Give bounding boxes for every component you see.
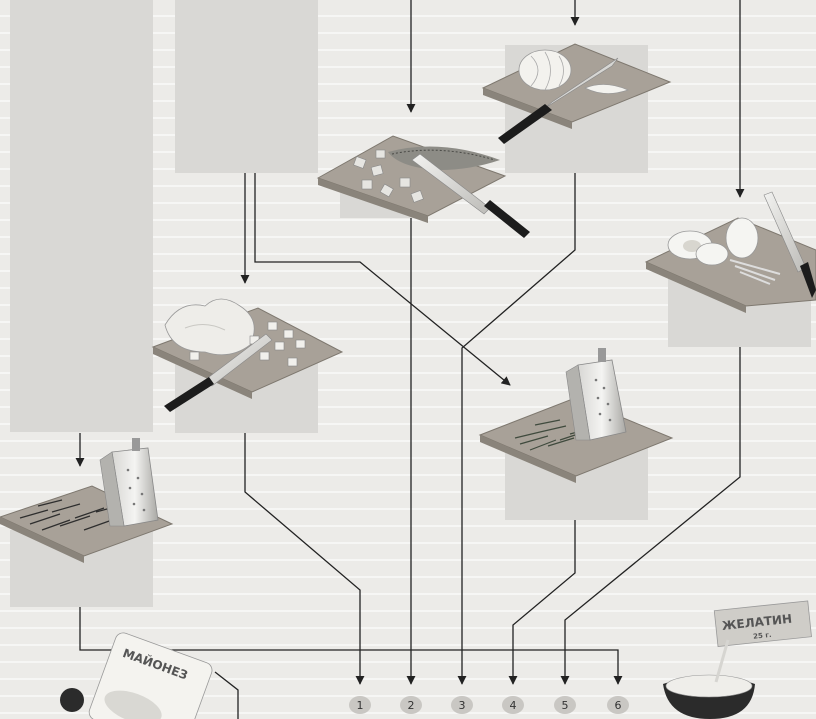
flow-line-to-beet [254,173,511,386]
knife-icon [164,333,273,412]
boiled-eggs-board [644,191,816,313]
diced-potatoes-board [151,298,344,412]
svg-text:3: 3 [459,699,466,712]
step-badge-3: 3 [451,696,473,714]
svg-text:1: 1 [357,699,364,712]
onion-icon [518,49,629,94]
fish-pieces [353,149,424,203]
step-badge-1: 1 [349,696,371,714]
step-badge-2: 2 [400,696,422,714]
svg-text:5: 5 [562,699,569,712]
step-badges: 1 2 3 4 5 6 [349,696,629,714]
bowl-icon [663,639,755,719]
fish-icon [388,146,500,170]
flow-line-to-step-4 [508,520,576,685]
potato-icon [164,298,255,356]
grated-carrots-board [0,438,174,563]
flow-line-mayo [214,671,239,719]
herring-fillet-board [316,135,530,238]
onion-board [481,43,672,144]
step-badge-6: 6 [607,696,629,714]
step-badge-4: 4 [502,696,524,714]
svg-text:2: 2 [408,699,415,712]
knife-icon [763,191,816,298]
step-badge-5: 5 [554,696,576,714]
mayonnaise-pack: МАЙОНЕЗ [88,632,213,719]
grater-icon [99,438,159,527]
knife-icon [498,57,619,144]
grater-icon [565,348,627,441]
flow-line-to-step-1 [244,433,365,685]
flow-line-to-step-3 [457,173,576,685]
svg-text:4: 4 [510,699,517,712]
gelatin-weight: 25 г. [753,631,772,641]
potato-dice [189,321,306,367]
svg-text:6: 6 [615,699,622,712]
mayonnaise-olive [60,688,84,712]
egg-icon [667,217,781,285]
flow-lines [75,0,745,719]
gelatin-pack: ЖЕЛАТИН 25 г. [713,600,812,647]
grated-beets-board [478,348,674,483]
knife-icon [411,153,530,238]
grated-pile [19,499,119,531]
column-panel-potato [175,0,318,173]
flow-line-to-step-6 [79,607,623,685]
flow-line-to-step-5 [560,347,741,685]
column-panel-left [10,0,153,432]
